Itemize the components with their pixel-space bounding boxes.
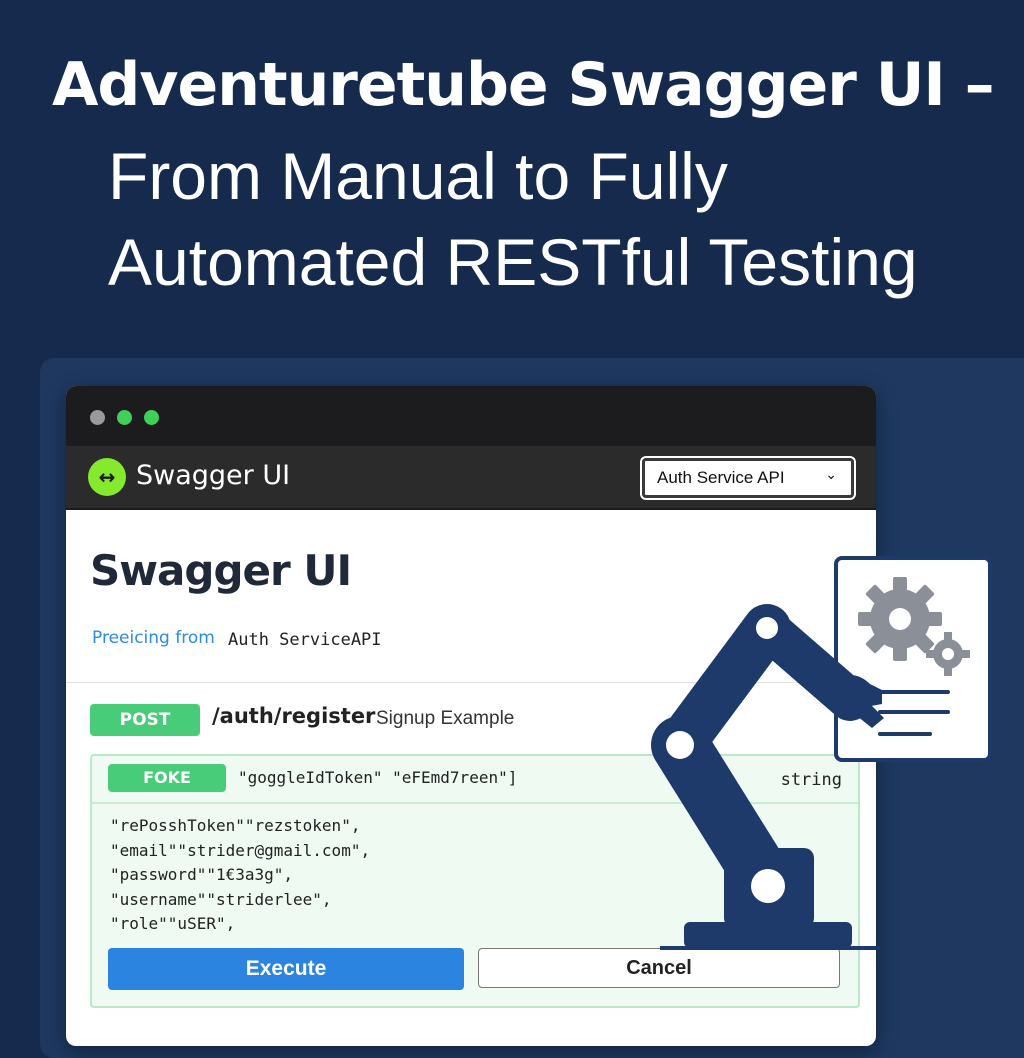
headline-line-2: From Manual to Fully: [108, 139, 728, 213]
body-line: "password""1€3a3g",: [110, 865, 294, 884]
robot-arm-illustration: [651, 556, 992, 950]
endpoint-summary: Signup Example: [376, 708, 515, 729]
body-line: "role""uSER",: [110, 914, 236, 933]
window-zoom-dot[interactable]: [144, 410, 159, 425]
swagger-brand: Swagger UI: [136, 460, 291, 491]
cancel-button[interactable]: Cancel: [478, 948, 840, 988]
headline-line-3: Automated RESTful Testing: [108, 225, 918, 299]
param-type: string: [780, 770, 842, 790]
body-line: "email""strider@gmail.com",: [110, 840, 371, 860]
preicing-link[interactable]: Preeicing from: [92, 628, 215, 648]
method-badge-post[interactable]: POST: [90, 704, 200, 736]
page-title: Swagger UI: [90, 546, 352, 595]
body-line: "rePosshToken""rezstoken",: [110, 816, 361, 835]
gears-document-icon: [834, 556, 992, 762]
operation-block: FOKE "goggleIdToken" "eFEmd7reen"] strin…: [90, 754, 860, 1008]
param-text: "goggleIdToken" "eFEmd7reen"]: [238, 768, 518, 787]
divider: [66, 682, 876, 683]
endpoint-path[interactable]: /auth/register: [212, 704, 376, 728]
request-body[interactable]: "rePosshToken""rezstoken", "email""strid…: [110, 814, 370, 937]
swagger-topbar: ↔ Swagger UI Auth Service API ⌄: [66, 446, 876, 510]
api-definition-select[interactable]: Auth Service API ⌄: [640, 456, 856, 500]
headline-line-1: Adventuretube Swagger UI –: [52, 50, 995, 120]
body-line: "username""striderlee",: [110, 889, 332, 909]
execute-button[interactable]: Execute: [108, 948, 464, 990]
window-minimize-dot[interactable]: [117, 410, 132, 425]
swagger-logo-icon: ↔: [88, 458, 126, 496]
service-name: Auth ServiceAPI: [228, 630, 382, 650]
param-badge: FOKE: [108, 764, 226, 792]
window-titlebar: [66, 386, 876, 446]
chevron-down-icon: ⌄: [825, 466, 837, 482]
window-close-dot[interactable]: [90, 410, 105, 425]
robot-arm-icon: [651, 604, 884, 950]
operation-param-row: FOKE "goggleIdToken" "eFEmd7reen"] strin…: [92, 756, 858, 804]
api-select-value: Auth Service API: [657, 468, 785, 487]
